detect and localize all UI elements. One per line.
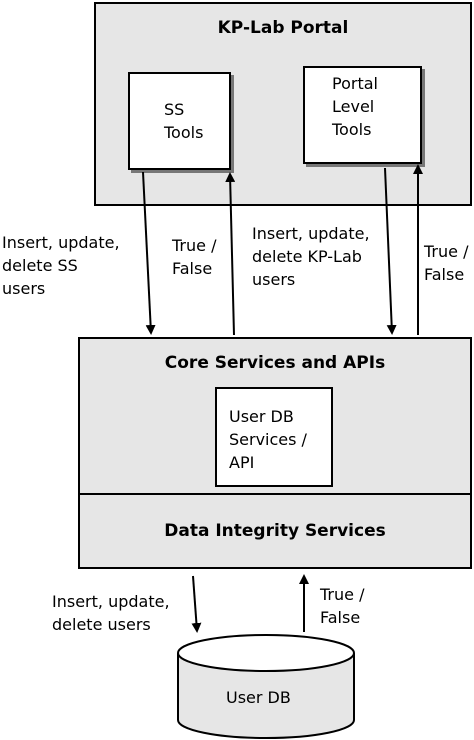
user-db-cylinder — [177, 634, 355, 739]
ss-tools-box: SS Tools — [128, 72, 231, 170]
db-response-label: True / False — [320, 585, 365, 627]
kp-response-label: True / False — [424, 242, 469, 284]
core-services-title: Core Services and APIs — [164, 353, 386, 373]
portal-level-tools-box: Portal Level Tools — [303, 66, 422, 164]
ss-request-arrow — [142, 171, 156, 335]
db-request-arrow — [191, 575, 202, 633]
kp-lab-portal-title: KP-Lab Portal — [217, 18, 349, 38]
data-integrity-title: Data Integrity Services — [164, 521, 386, 541]
user-db-label: User DB — [226, 688, 291, 707]
ss-response-arrow — [225, 172, 236, 336]
user-db-services-box: User DB Services / API — [215, 387, 333, 487]
portal-level-tools-label: Portal Level Tools — [332, 74, 378, 139]
ss-tools-label: SS Tools — [164, 100, 204, 142]
ss-request-label: Insert, update, delete SS users — [2, 233, 120, 298]
kp-request-label: Insert, update, delete KP-Lab users — [252, 224, 370, 289]
ss-response-label: True / False — [172, 236, 217, 278]
db-request-label: Insert, update, delete users — [52, 592, 170, 634]
kp-request-arrow — [384, 167, 397, 335]
user-db-services-label: User DB Services / API — [229, 407, 307, 472]
data-integrity-box: Data Integrity Services — [78, 493, 472, 569]
